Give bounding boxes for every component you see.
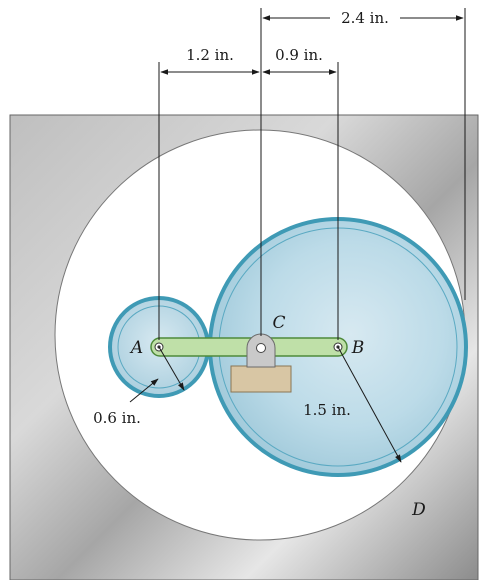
point-label-b: B xyxy=(351,338,365,358)
point-label-c: C xyxy=(272,313,285,333)
pin-c xyxy=(256,343,266,353)
dimension-label-ca: 1.2 in. xyxy=(186,46,234,64)
radius-leader-b xyxy=(337,346,402,463)
dimension-label-cb: 0.9 in. xyxy=(275,46,323,64)
point-label-d: D xyxy=(411,500,426,520)
radius-leader-a xyxy=(158,346,185,391)
dimension-label-total: 2.4 in. xyxy=(341,9,389,27)
dimension-label-radius-b: 1.5 in. xyxy=(303,401,351,419)
point-label-a: A xyxy=(129,338,143,358)
dimension-label-radius-a: 0.6 in. xyxy=(93,409,141,427)
label-leader-a xyxy=(129,378,159,403)
support-base xyxy=(230,365,292,393)
